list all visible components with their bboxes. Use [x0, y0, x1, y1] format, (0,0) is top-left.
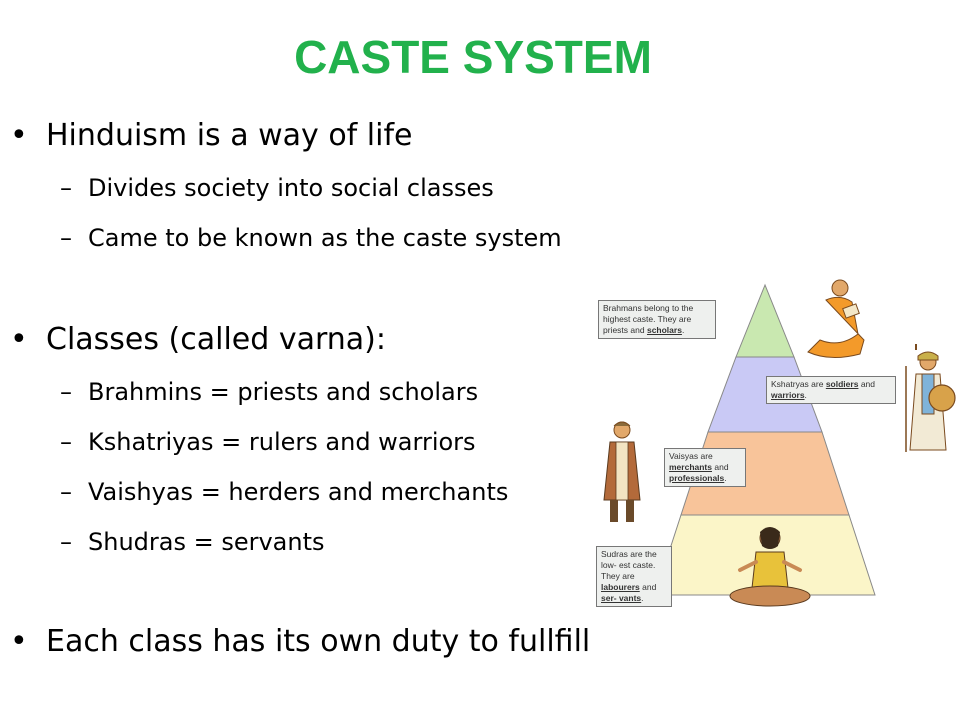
caste-pyramid-illustration: Brahmans belong to the highest caste. Th…: [590, 270, 960, 620]
sub-divides-society: Divides society into social classes: [60, 174, 494, 202]
caption-sudras: Sudras are the low- est caste. They are …: [596, 546, 672, 607]
bullet-duty: Each class has its own duty to fullfill: [10, 624, 590, 659]
slide-title: CASTE SYSTEM: [294, 31, 652, 83]
sub-kshatriyas: Kshatriyas = rulers and warriors: [60, 428, 476, 456]
kshatriya-figure-icon: [905, 344, 956, 452]
brahmin-figure-icon: [807, 279, 865, 358]
vaishya-figure-icon: [603, 421, 641, 522]
sub-shudras: Shudras = servants: [60, 528, 324, 556]
caption-brahmans: Brahmans belong to the highest caste. Th…: [598, 300, 716, 339]
shudra-figure-icon: [729, 527, 811, 607]
bullet-hinduism: Hinduism is a way of life: [10, 118, 413, 153]
sub-brahmins: Brahmins = priests and scholars: [60, 378, 478, 406]
caption-kshatriyas: Kshatryas are soldiers and warriors.: [766, 376, 896, 404]
pyramid-tier-brahmins: [735, 283, 795, 358]
sub-vaishyas: Vaishyas = herders and merchants: [60, 478, 508, 506]
bullet-classes: Classes (called varna):: [10, 322, 386, 357]
caption-vaisyas: Vaisyas are merchants and professionals.: [664, 448, 746, 487]
sub-caste-system: Came to be known as the caste system: [60, 224, 562, 252]
